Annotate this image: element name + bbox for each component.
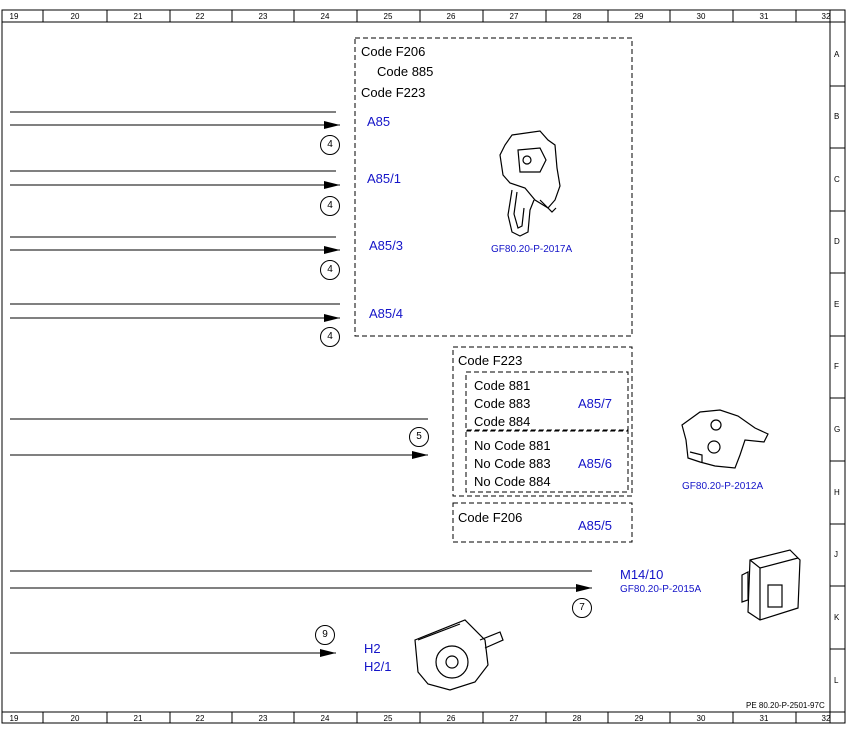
row-letter: E <box>834 300 840 309</box>
row-letter: C <box>834 175 840 184</box>
wire-group-m14-10 <box>10 570 592 592</box>
column-number-top: 27 <box>509 12 519 21</box>
row-letter: D <box>834 237 840 246</box>
picture-ref-2017a: GF80.20-P-2017A <box>491 244 573 255</box>
actuator-module-illustration <box>741 549 801 621</box>
column-number-bot: 19 <box>9 714 19 723</box>
picture-ref-2012a: GF80.20-P-2012A <box>682 481 764 492</box>
connector-marker-a85-1: 4 <box>320 196 340 216</box>
column-number-bot: 23 <box>258 714 268 723</box>
column-number-top: 24 <box>320 12 330 21</box>
connector-marker-a85-3: 4 <box>320 260 340 280</box>
picture-ref-2015a: GF80.20-P-2015A <box>620 584 702 595</box>
row-letter: K <box>834 613 840 622</box>
tailgate-latch-illustration <box>681 409 769 469</box>
connector-marker-a85-7-6: 5 <box>409 427 429 447</box>
column-number-top: 22 <box>195 12 205 21</box>
row-letter: G <box>834 425 841 434</box>
connector-marker-m14-10: 7 <box>572 598 592 618</box>
wire-group-a85 <box>10 111 340 129</box>
wire-group-a85-7-6 <box>10 418 428 459</box>
group1-code-884: Code 884 <box>474 414 531 429</box>
column-number-top: 25 <box>383 12 393 21</box>
component-a85-7: A85/7 <box>578 396 612 411</box>
column-number-bot: 22 <box>195 714 205 723</box>
component-a85-5: A85/5 <box>578 518 612 533</box>
row-letter: B <box>834 112 840 121</box>
component-m14-10: M14/10 <box>620 567 664 582</box>
column-number-bot: 20 <box>70 714 80 723</box>
group2-no-code-881: No Code 881 <box>474 438 551 453</box>
column-number-top: 21 <box>133 12 143 21</box>
component-a85-6: A85/6 <box>578 456 612 471</box>
component-a85-1: A85/1 <box>367 171 401 186</box>
column-number-top: 20 <box>70 12 80 21</box>
connector-marker-a85-4: 4 <box>320 327 340 347</box>
door-lock-illustration <box>499 130 561 237</box>
row-letter: J <box>834 550 838 559</box>
box-mid-group1-outline <box>465 371 629 431</box>
column-number-top: 32 <box>821 12 831 21</box>
row-letter: H <box>834 488 840 497</box>
box-top-outline <box>354 37 633 337</box>
box-low-outline <box>452 502 633 543</box>
component-a85-4: A85/4 <box>369 306 403 321</box>
box-top-code-885: Code 885 <box>377 64 434 79</box>
column-number-bot: 25 <box>383 714 393 723</box>
column-number-bot: 26 <box>446 714 456 723</box>
component-a85-3: A85/3 <box>369 238 403 253</box>
column-number-top: 30 <box>696 12 706 21</box>
box-low-code-f206: Code F206 <box>458 510 523 525</box>
column-number-top: 28 <box>572 12 582 21</box>
connector-marker-h2: 9 <box>315 625 335 645</box>
column-number-top: 31 <box>759 12 769 21</box>
component-h2: H2 <box>364 641 381 656</box>
row-letter: F <box>834 362 839 371</box>
box-mid-group2-outline <box>465 430 629 493</box>
component-a85: A85 <box>367 114 391 129</box>
column-number-bot: 29 <box>634 714 644 723</box>
wire-group-a85-3 <box>10 236 340 254</box>
wire-group-a85-4 <box>10 303 340 322</box>
box-mid-code-f223: Code F223 <box>458 353 523 368</box>
sheet-reference: PE 80.20-P-2501-97C <box>746 701 825 710</box>
row-letter: L <box>834 676 839 685</box>
group2-no-code-883: No Code 883 <box>474 456 551 471</box>
horn-illustration <box>414 619 504 691</box>
wire-group-a85-1 <box>10 170 340 189</box>
connector-marker-a85: 4 <box>320 135 340 155</box>
column-number-bot: 30 <box>696 714 706 723</box>
group1-code-883: Code 883 <box>474 396 531 411</box>
box-top-code-f206: Code F206 <box>361 44 426 59</box>
column-number-bot: 21 <box>133 714 143 723</box>
column-number-bot: 32 <box>821 714 831 723</box>
box-top-code-f223: Code F223 <box>361 85 426 100</box>
column-number-bot: 27 <box>509 714 519 723</box>
column-number-bot: 24 <box>320 714 330 723</box>
row-letter: A <box>834 50 840 59</box>
box-mid-outline <box>452 346 633 497</box>
column-number-bot: 28 <box>572 714 582 723</box>
column-number-top: 19 <box>9 12 19 21</box>
column-number-top: 29 <box>634 12 644 21</box>
component-h2-1: H2/1 <box>364 659 392 674</box>
group1-code-881: Code 881 <box>474 378 531 393</box>
group2-no-code-884: No Code 884 <box>474 474 551 489</box>
column-number-top: 23 <box>258 12 268 21</box>
column-number-top: 26 <box>446 12 456 21</box>
column-number-bot: 31 <box>759 714 769 723</box>
